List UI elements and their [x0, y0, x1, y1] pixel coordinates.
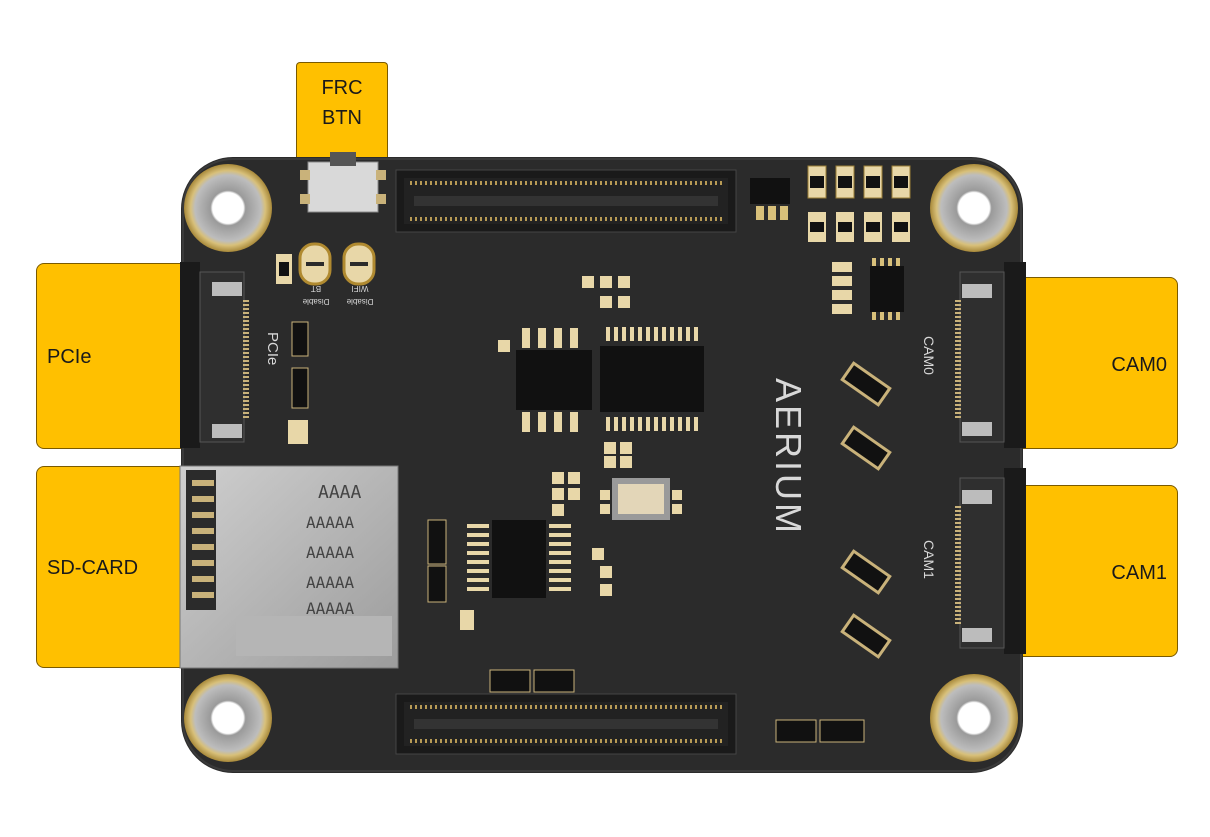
mounting-hole-bottom-left: [184, 674, 272, 762]
frc-button-label: FRC BTN: [321, 77, 363, 129]
bt-disable-jumper: [276, 242, 332, 286]
central-ic-right: [600, 327, 704, 431]
sd-card-slot: ΑΑΑΑ ΑΑΑΑΑ ΑΑΑΑΑ ΑΑΑΑΑ ΑΑΑΑΑ: [179, 465, 399, 669]
crystal-oscillator: [600, 478, 682, 520]
brand-silkscreen: AERIUM: [768, 378, 809, 536]
svg-text:ΑΑΑΑ: ΑΑΑΑ: [318, 482, 362, 503]
cam0-callout: CAM0: [1012, 277, 1178, 449]
frc-button-callout: FRC BTN: [296, 62, 388, 162]
cam1-callout: CAM1: [1012, 485, 1178, 657]
svg-text:ΑΑΑΑΑ: ΑΑΑΑΑ: [306, 573, 355, 592]
bottom-board-connector: [395, 693, 737, 755]
cam1-label: CAM1: [1111, 562, 1167, 584]
passive-cluster-top: [498, 276, 632, 468]
mounting-hole-top-left: [184, 164, 272, 252]
mounting-hole-bottom-right: [930, 674, 1018, 762]
bt-disable-silkscreen: Disable: [302, 297, 329, 306]
bottom-components: [489, 669, 865, 743]
wifi-disable-silkscreen: Disable: [346, 297, 373, 306]
sd-card-label: SD-CARD: [47, 557, 139, 579]
wifi-disable-jumper: [342, 242, 376, 286]
svg-text:ΑΑΑΑΑ: ΑΑΑΑΑ: [306, 543, 355, 562]
pcie-callout: PCIe: [36, 263, 196, 449]
sd-card-callout: SD-CARD: [36, 466, 196, 668]
pcie-label: PCIe: [47, 346, 92, 368]
wifi-silkscreen: WIFI: [352, 284, 369, 293]
cam0-fpc-connector: [955, 262, 1026, 448]
svg-text:ΑΑΑΑΑ: ΑΑΑΑΑ: [306, 513, 355, 532]
central-ic-left: [516, 328, 592, 432]
cam0-label: CAM0: [1111, 354, 1167, 376]
pcie-side-components: [288, 321, 309, 444]
angled-chips: [840, 361, 892, 659]
cam0-silkscreen: CAM0: [921, 336, 937, 375]
cam1-silkscreen: CAM1: [921, 540, 937, 579]
pcie-silkscreen: PCIe: [264, 332, 281, 365]
top-board-connector: [395, 169, 737, 233]
svg-text:ΑΑΑΑΑ: ΑΑΑΑΑ: [306, 599, 355, 618]
cam1-fpc-connector: [955, 468, 1026, 654]
pcie-fpc-connector: [180, 262, 249, 448]
bt-silkscreen: BT: [311, 284, 321, 293]
top-right-components: [750, 165, 911, 320]
frc-button: [300, 152, 386, 213]
mounting-hole-top-right: [930, 164, 1018, 252]
passive-cluster-mid: [552, 472, 612, 596]
lower-ic: [427, 519, 571, 630]
